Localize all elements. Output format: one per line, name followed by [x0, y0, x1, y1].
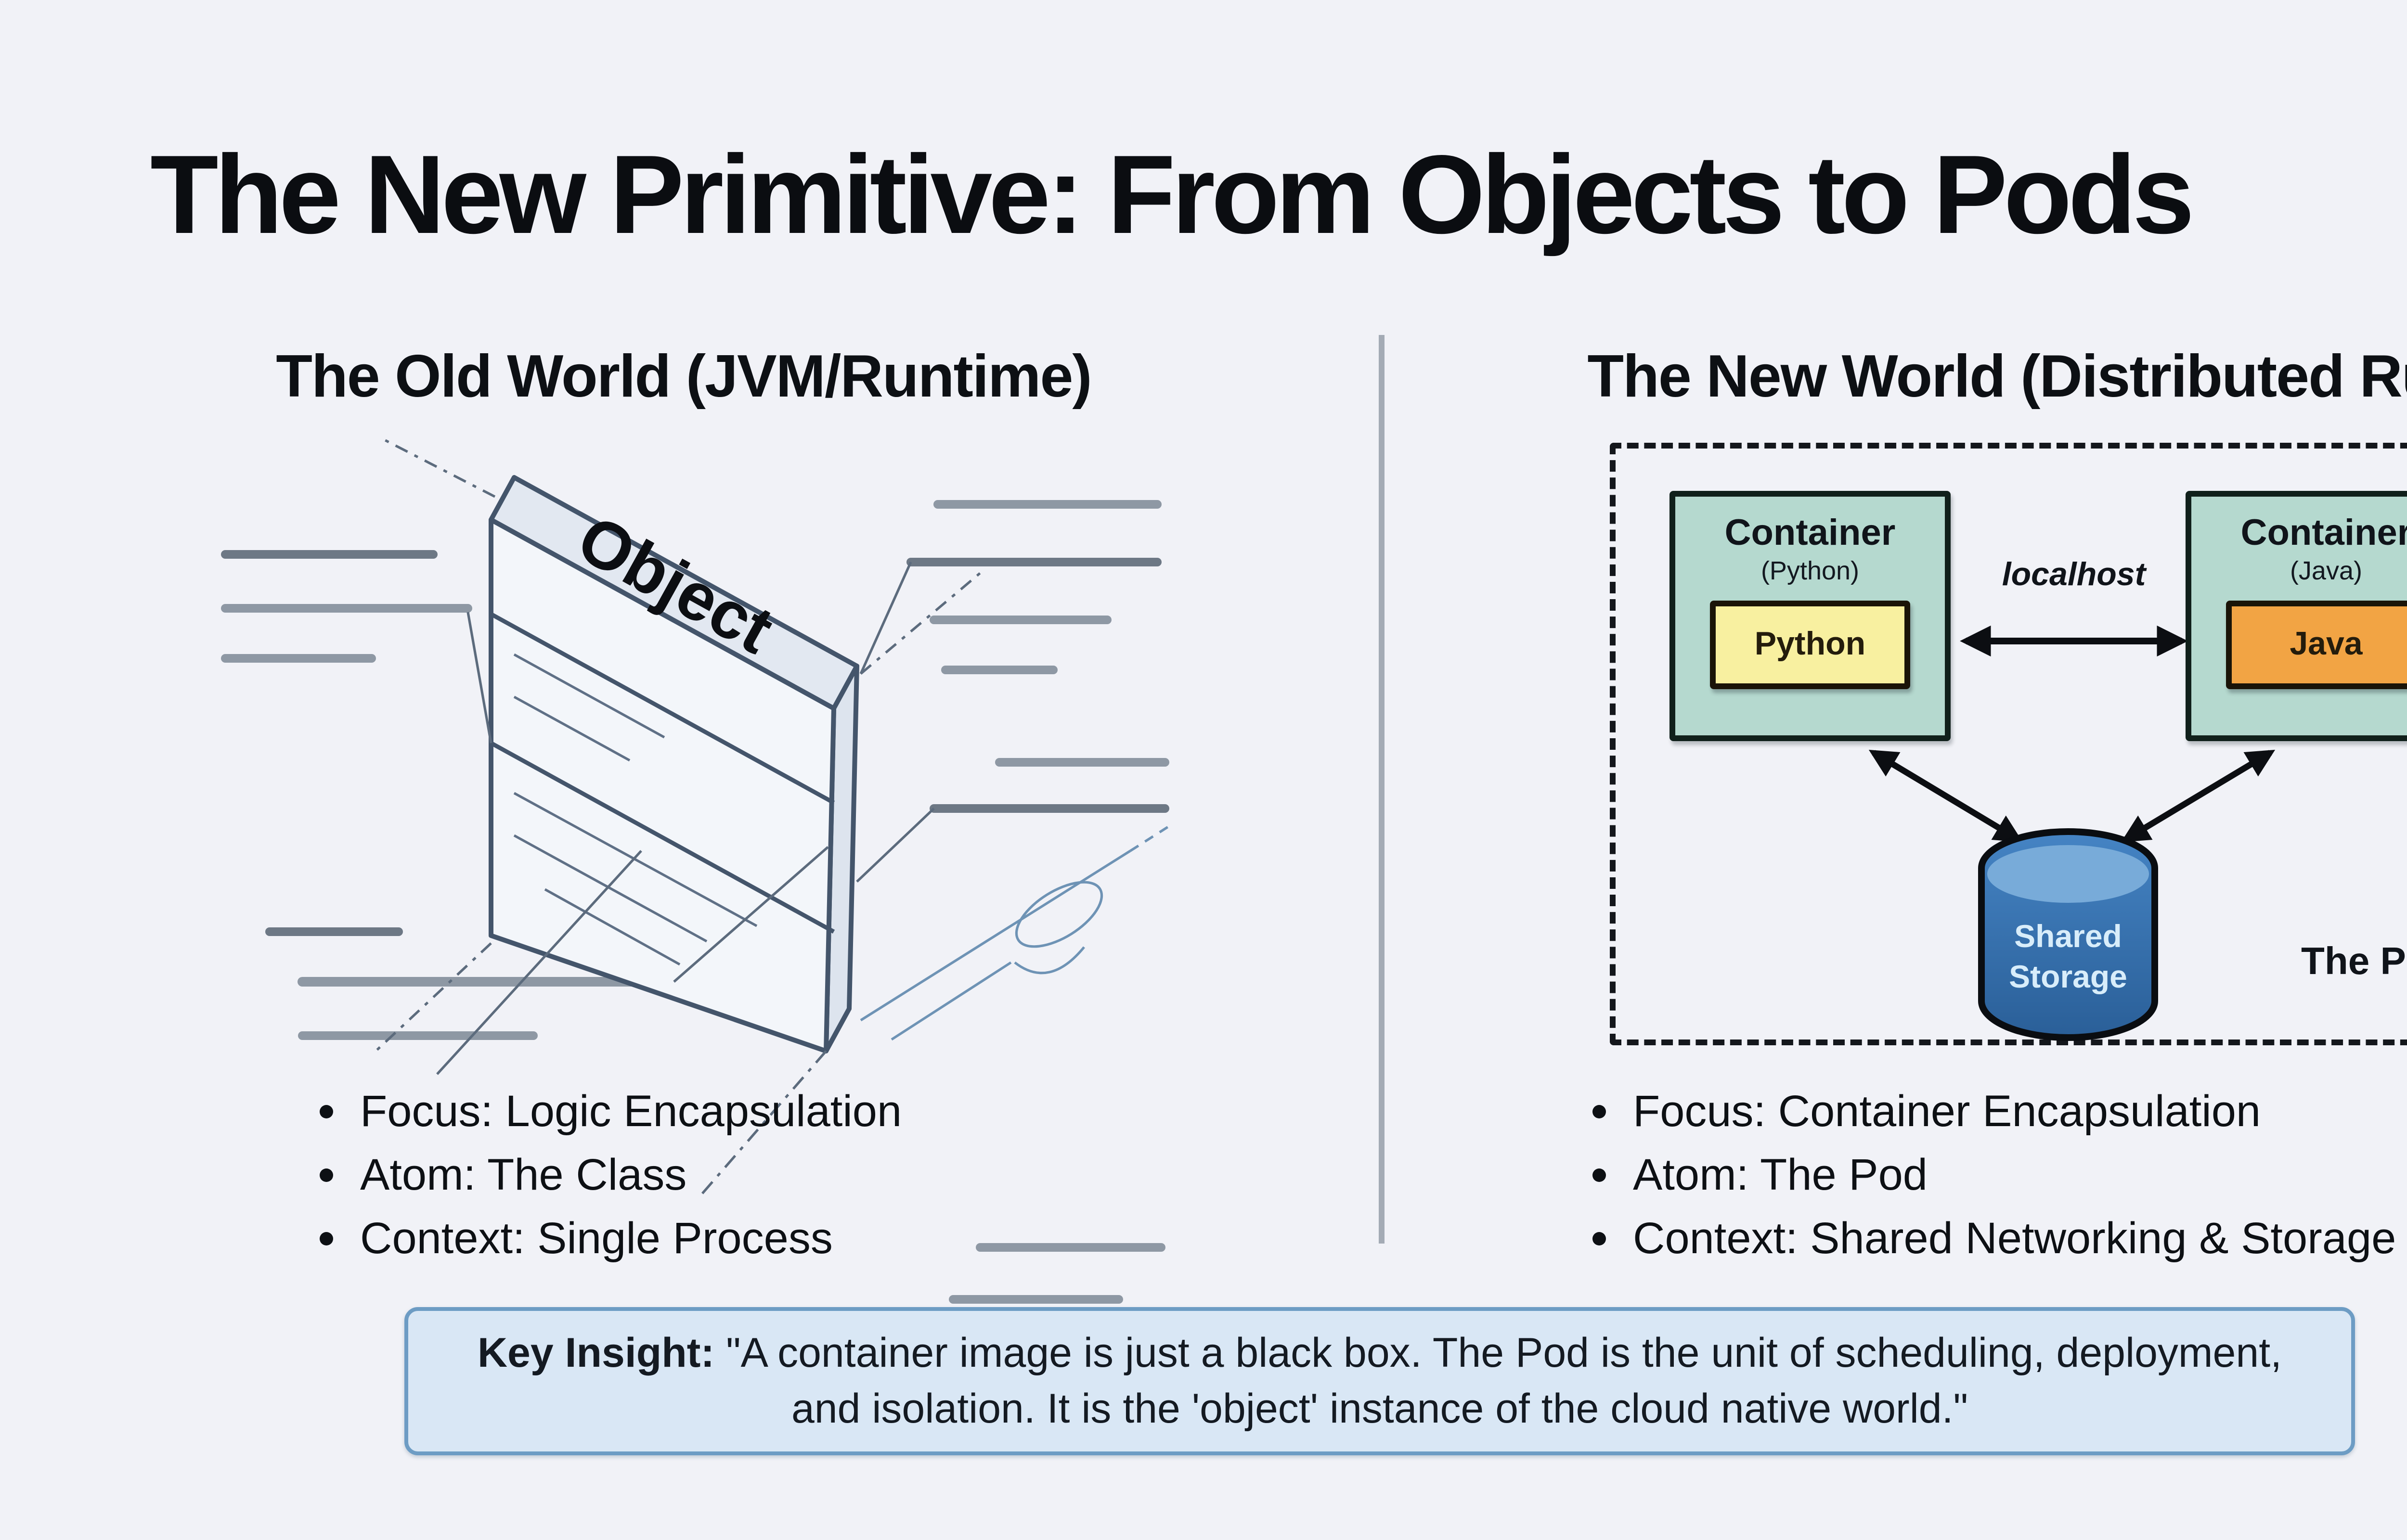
bullet-item: Atom: The Class	[360, 1146, 1469, 1204]
key-insight-label: Key Insight:	[477, 1330, 715, 1376]
key-insight-box: Key Insight: "A container image is just …	[404, 1307, 2355, 1455]
old-world-bullets: Focus: Logic Encapsulation Atom: The Cla…	[314, 1082, 1469, 1273]
cylinder-sketch	[860, 822, 1174, 1041]
storage-label-line2: Storage	[2009, 959, 2127, 994]
runtime-box-java: Java	[2226, 601, 2407, 689]
container-python: Container (Python) Python	[1669, 491, 1951, 741]
container-title: Container	[2240, 514, 2407, 554]
localhost-label: localhost	[2002, 556, 2146, 593]
java-storage-arrow	[2121, 749, 2276, 843]
bullet-item: Atom: The Pod	[1633, 1146, 2407, 1204]
leader-lines	[371, 439, 985, 1198]
bullet-item: Focus: Container Encapsulation	[1633, 1082, 2407, 1140]
key-insight-text: "A container image is just a black box. …	[726, 1330, 2282, 1431]
bullet-item: Context: Single Process	[360, 1209, 1469, 1268]
runtime-box-python: Python	[1710, 601, 1910, 689]
callout-bars	[221, 500, 1169, 1304]
new-world-bullets: Focus: Container Encapsulation Atom: The…	[1587, 1082, 2407, 1273]
heading-old-world: The Old World (JVM/Runtime)	[276, 343, 1092, 410]
bullet-item: Focus: Logic Encapsulation	[360, 1082, 1469, 1140]
shared-storage-cylinder: Shared Storage	[1978, 828, 2158, 1041]
hatch-lines	[513, 653, 758, 966]
page-title: The New Primitive: From Objects to Pods	[150, 133, 2195, 258]
python-storage-arrow	[1868, 749, 2023, 843]
pod-label: The Pod	[2301, 941, 2407, 984]
bullet-item: Context: Shared Networking & Storage	[1633, 1209, 2407, 1268]
heading-new-world: The New World (Distributed Runtime)	[1587, 343, 2407, 410]
storage-label-line1: Shared	[2014, 918, 2122, 954]
container-subtitle: (Python)	[1760, 556, 1860, 585]
pod-diagram: Container (Python) Python Container (Jav…	[1610, 443, 2407, 1045]
column-divider	[1379, 335, 1385, 1244]
container-subtitle: (Java)	[2290, 556, 2362, 585]
container-java: Container (Java) Java	[2186, 491, 2407, 741]
key-insight-paragraph: Key Insight: "A container image is just …	[446, 1326, 2314, 1437]
object-sketch: Object	[221, 439, 1174, 1304]
connection-arrows	[1868, 625, 2276, 843]
container-title: Container	[1724, 514, 1896, 554]
